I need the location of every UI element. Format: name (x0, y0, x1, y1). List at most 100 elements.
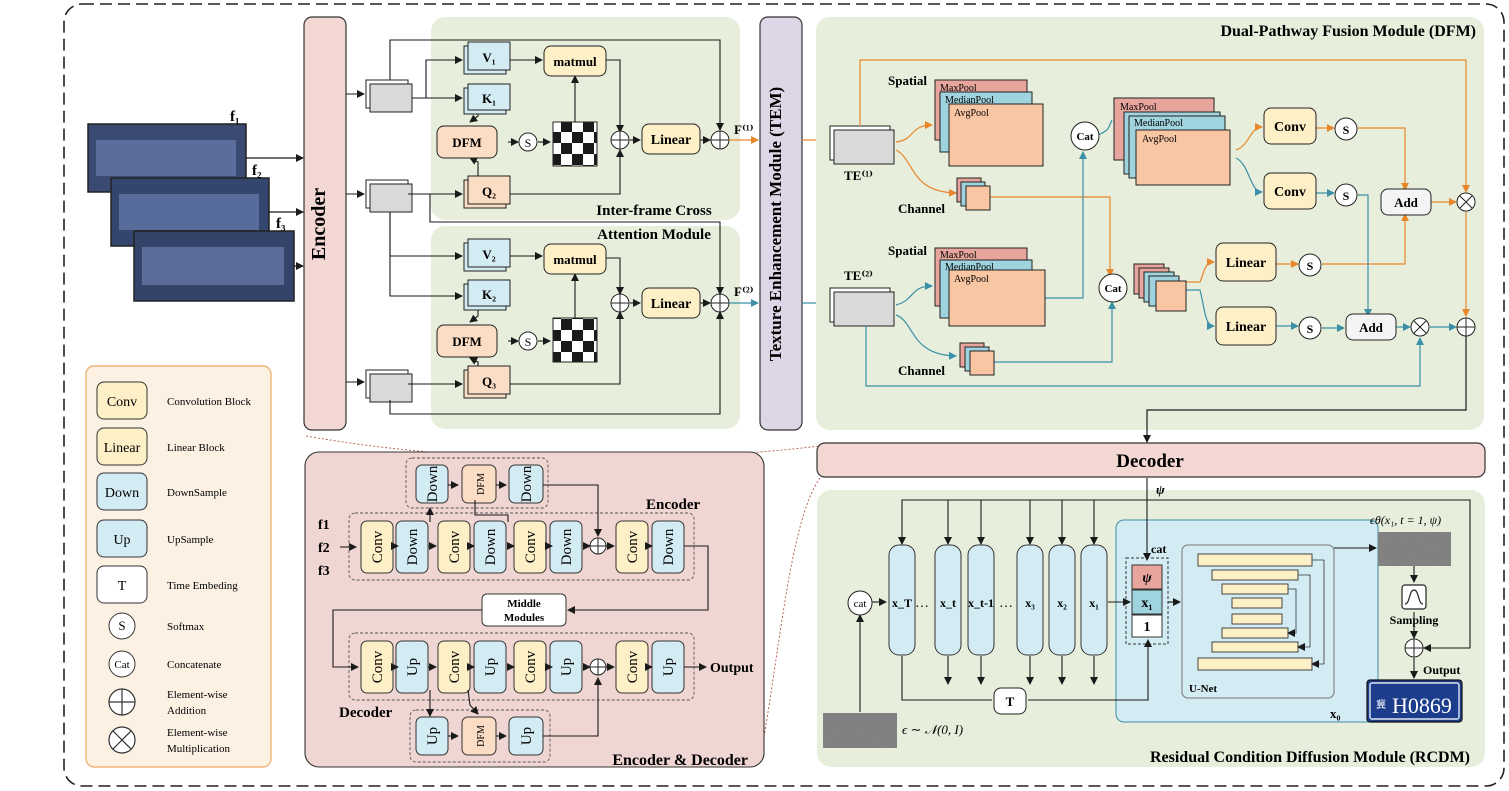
x-pill: x₁ (1080, 544, 1108, 656)
spatial-label-1: Spatial (888, 73, 927, 88)
up-block: Up (415, 716, 449, 756)
svg-text:Down: Down (483, 528, 499, 565)
cat-circle-rcdm (847, 590, 873, 616)
ellipsis: … (999, 596, 1013, 611)
legend-symbol-label: S (118, 618, 125, 633)
x-pill-label: x₁ (1089, 596, 1099, 610)
x-pill-label: x₂ (1057, 596, 1067, 610)
psi-cell-label: ψ (1142, 571, 1152, 586)
up-block: Up (651, 640, 685, 694)
svg-text:Down: Down (559, 528, 575, 565)
encoder-label: Encoder (308, 188, 330, 260)
linear-box-4 (1215, 306, 1277, 346)
legend-symbol-label: T (118, 579, 127, 594)
medianpool-label-2: MedianPool (1134, 118, 1183, 129)
predicted-noise-image (1378, 532, 1451, 566)
svg-text:Conv: Conv (447, 530, 463, 563)
k1-label: K₁ (482, 91, 496, 106)
channel-label-1: Channel (898, 201, 945, 216)
svg-text:Down: Down (661, 528, 677, 565)
te2-label: TE⁽²⁾ (844, 268, 873, 283)
medianpool-label-1: MedianPool (945, 95, 994, 106)
sampling-label: Sampling (1390, 613, 1439, 627)
feature-stacks (365, 79, 413, 403)
one-cell (1131, 614, 1163, 638)
tem-label: Texture Enhancement Module (TEM) (766, 87, 785, 361)
decoder-bar (816, 442, 1486, 478)
x1-cell (1131, 589, 1163, 615)
sampling-icon (1401, 584, 1427, 610)
conv-block: Conv (437, 640, 471, 694)
attention-map-1 (552, 121, 598, 167)
svg-text:Up: Up (519, 727, 535, 745)
conv-block: Conv (513, 520, 547, 574)
svg-text:Up: Up (405, 658, 421, 676)
add-label-2: Add (1359, 320, 1384, 335)
s-circle-3 (1298, 253, 1322, 277)
svg-text:Conv: Conv (523, 650, 539, 683)
dfm-title: Dual-Pathway Fusion Module (DFM) (1220, 23, 1476, 40)
legend-symbol (108, 650, 136, 678)
s-label-3: S (1307, 259, 1314, 273)
legend-text-line2: Multiplication (167, 743, 230, 755)
avgpool-label-2: AvgPool (1142, 134, 1177, 145)
maxpool-label-2: MaxPool (1120, 102, 1157, 113)
conv-block: Conv (360, 640, 394, 694)
noise-image (823, 713, 897, 748)
svg-text:DFM: DFM (476, 473, 487, 495)
avgpool-1 (948, 103, 1044, 167)
s-label-4: S (1307, 322, 1314, 336)
x-pill-label: x_t (940, 596, 956, 610)
down-block: Down (473, 520, 507, 574)
icam-bottom-lines (389, 193, 724, 415)
legend-text: DownSample (167, 487, 227, 499)
input-f2: f2 (318, 541, 330, 556)
cat-circle-rcdm-label: cat (854, 598, 867, 610)
legend-text: Softmax (167, 621, 205, 633)
input-f3: f3 (318, 564, 330, 579)
maxpool-label-3: MaxPool (940, 250, 977, 261)
svg-text:Down: Down (425, 465, 441, 502)
unet-label: U-Net (1189, 683, 1217, 695)
svg-text:Up: Up (661, 658, 677, 676)
plate-text: H0869 (1392, 693, 1452, 718)
time-embedding-box (993, 687, 1027, 715)
legend-text: Convolution Block (167, 396, 252, 408)
attention-map-2 (552, 317, 598, 363)
up-block: Up (508, 716, 544, 756)
softmax-label-2: S (525, 335, 532, 349)
cat-circle-2 (1098, 273, 1128, 303)
spatial-label-2: Spatial (888, 243, 927, 258)
svg-text:Conv: Conv (625, 530, 641, 563)
frame-label-2: f₂ (252, 163, 262, 179)
conv-block: Conv (513, 640, 547, 694)
softmax-circle-1 (518, 132, 538, 152)
cat-label-rcdm: cat (1151, 542, 1166, 556)
softmax-circle-2 (518, 331, 538, 351)
conv-block: Conv (615, 520, 649, 574)
middle-modules-box (481, 593, 567, 627)
x-pill-label: x_t-1 (968, 596, 994, 610)
matmul-box-2 (543, 243, 607, 275)
x1-cell-label: x₁ (1141, 596, 1152, 611)
channel-label-2: Channel (898, 363, 945, 378)
decoder-label: Decoder (1116, 451, 1184, 472)
legend-text: Concatenate (167, 659, 221, 671)
avgpool-2 (1135, 129, 1231, 186)
dfm-block: DFM (461, 716, 497, 756)
cat-label-1: Cat (1076, 131, 1093, 143)
down-block: Down (395, 520, 429, 574)
conv-block: Conv (437, 520, 471, 574)
input-frames: f₁ f₂ f₃ (87, 109, 304, 302)
down-block: Down (549, 520, 583, 574)
middle-modules-line1: Middle (507, 598, 541, 610)
rcdm-output-label: Output (1423, 663, 1460, 677)
legend-text: Linear Block (167, 442, 225, 454)
encdec-decoder-label: Decoder (339, 705, 393, 721)
